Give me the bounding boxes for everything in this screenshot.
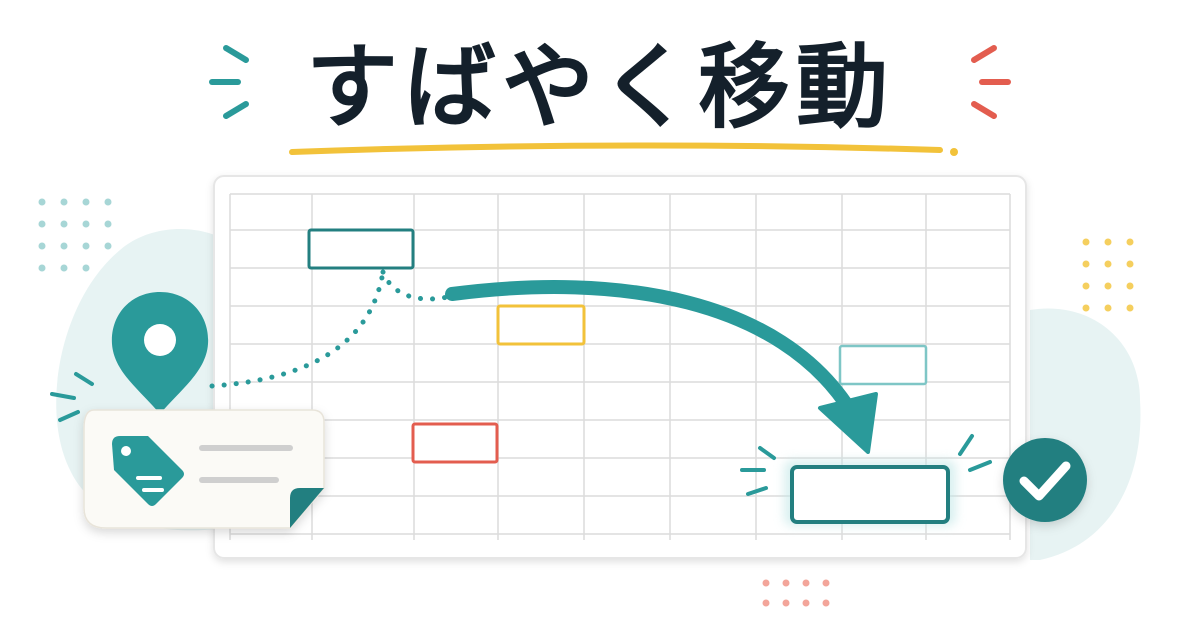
- dotted-path: [209, 269, 386, 389]
- card-text-lines: [199, 445, 293, 483]
- cell-light-teal[interactable]: [838, 344, 928, 386]
- pin-sparkle: [50, 372, 94, 422]
- check-circle-icon: [1003, 438, 1087, 522]
- move-arrow: [445, 280, 857, 417]
- headline-underline: [289, 142, 943, 155]
- target-cell[interactable]: [790, 465, 950, 524]
- cell-yellow[interactable]: [496, 304, 586, 346]
- location-pin-icon: [111, 292, 209, 414]
- sparkle-right: [971, 45, 1011, 119]
- target-sparkle-right: [958, 434, 992, 472]
- yellow-dots: [1082, 238, 1134, 312]
- underline-dot: [950, 148, 958, 156]
- teal-dots: [38, 198, 112, 272]
- page-title: すばやく移動: [305, 34, 894, 141]
- tag-icon: [112, 436, 184, 506]
- cell-start[interactable]: [307, 228, 415, 270]
- cell-red[interactable]: [411, 422, 499, 464]
- move-arrow-head: [818, 392, 878, 454]
- dotted-path-2: [380, 269, 455, 302]
- sparkle-left: [209, 45, 249, 119]
- pink-dots: [762, 579, 830, 607]
- target-sparkle-left: [740, 446, 776, 496]
